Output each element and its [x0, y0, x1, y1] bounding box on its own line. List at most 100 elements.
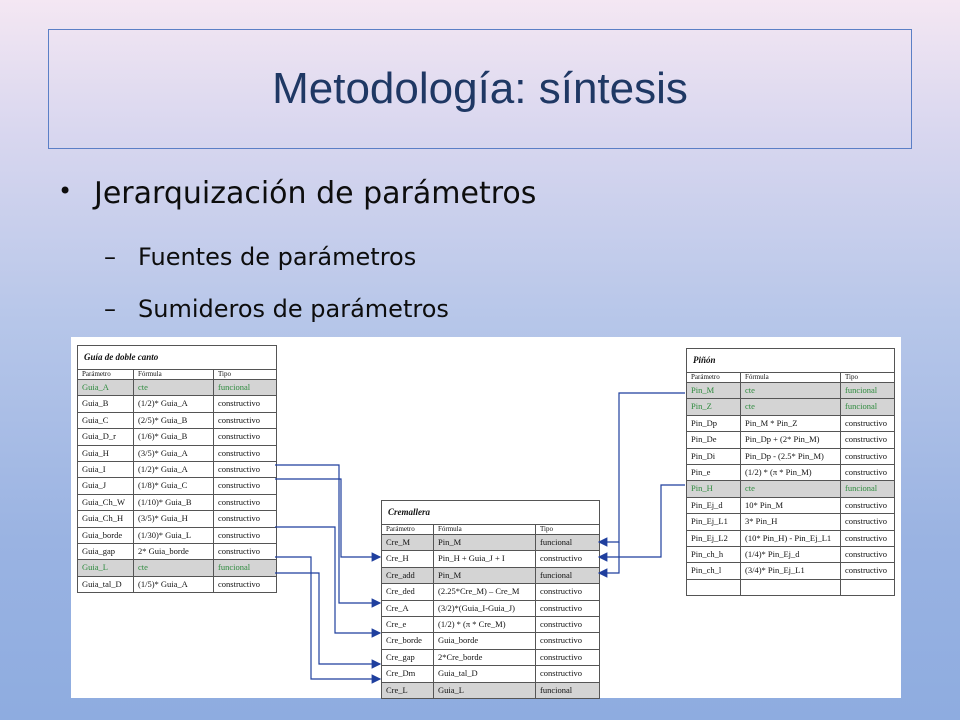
- parameter-cell: Pin_ch_l: [687, 563, 741, 579]
- type-cell: constructivo: [845, 434, 888, 445]
- formula-cell: 3* Pin_H: [741, 514, 841, 530]
- formula-cell: cte: [134, 380, 214, 396]
- type-cell: constructivo: [218, 414, 261, 425]
- table-row: Guia_C(2/5)* Guia_B constructivo: [78, 412, 276, 430]
- type-cell: funcional: [540, 569, 573, 580]
- type-cell: constructivo: [540, 618, 583, 629]
- formula-cell: (1/2) * (π * Cre_M): [434, 616, 536, 633]
- table-row: Cre_e(1/2) * (π * Cre_M) constructivo: [382, 616, 599, 634]
- formula-cell: cte: [741, 399, 841, 415]
- title-box: Metodología: síntesis: [48, 29, 912, 149]
- parameter-cell: Guia_A: [78, 380, 134, 396]
- formula-cell: 2*Cre_borde: [434, 649, 536, 666]
- type-cell: constructivo: [540, 586, 583, 597]
- type-cell: constructivo: [218, 398, 261, 409]
- parameter-cell: Cre_M: [382, 535, 434, 551]
- formula-cell: Guia_borde: [434, 633, 536, 649]
- formula-cell: Pin_M: [434, 567, 536, 584]
- table-row: Pin_e(1/2) * (π * Pin_M)constructivo: [687, 464, 894, 482]
- parameter-cell: Guia_tal_D: [78, 576, 134, 593]
- parameter-cell: Cre_add: [382, 567, 434, 584]
- formula-cell: 2* Guia_borde: [134, 543, 214, 560]
- column-header: Parámetro: [382, 525, 434, 534]
- type-cell: constructivo: [540, 635, 583, 646]
- arrow-guia-j-to-cre-h: [275, 478, 382, 562]
- type-cell: constructivo: [540, 553, 583, 564]
- type-cell: constructivo: [845, 548, 888, 559]
- type-cell: constructivo: [845, 450, 888, 461]
- type-cell: constructivo: [845, 499, 888, 510]
- bullet-level-1: •Jerarquización de parámetros: [58, 176, 536, 211]
- formula-cell: Guia_L: [434, 682, 536, 698]
- type-cell: constructivo: [218, 545, 261, 556]
- parameter-cell: Cre_borde: [382, 633, 434, 649]
- formula-cell: Guia_tal_D: [434, 666, 536, 682]
- type-cell: constructivo: [540, 651, 583, 662]
- formula-cell: (1/6)* Guia_B: [134, 429, 214, 445]
- formula-cell: [741, 579, 841, 596]
- parameter-cell: Guia_Ch_W: [78, 494, 134, 511]
- parameter-cell: Pin_H: [687, 481, 741, 497]
- table-caption: Cremallera: [382, 501, 599, 525]
- arrow-guia-borde-to-cre-borde: [275, 526, 382, 638]
- arrow-guia-l-to-cre-l: [275, 556, 382, 684]
- type-cell: constructivo: [218, 463, 261, 474]
- column-header: Parámetro: [78, 370, 134, 379]
- table-caption: Piñón: [687, 349, 894, 373]
- type-cell: funcional: [845, 385, 878, 395]
- formula-cell: (3/5)* Guia_A: [134, 445, 214, 461]
- parameter-cell: Pin_Ej_L2: [687, 530, 741, 546]
- type-cell: constructivo: [540, 668, 583, 679]
- formula-cell: 10* Pin_M: [741, 497, 841, 514]
- table-row: Cre_A(3/2)*(Guia_I-Guia_J)constructivo: [382, 600, 599, 617]
- type-cell: funcional: [845, 483, 878, 494]
- arrow-pin-m-to-cre-m: [597, 392, 685, 547]
- formula-cell: (2/5)* Guia_B: [134, 412, 214, 429]
- slide-title: Metodología: síntesis: [272, 64, 688, 113]
- table-caption: Guía de doble canto: [78, 346, 276, 370]
- type-cell: constructivo: [218, 447, 261, 458]
- formula-cell: (1/10)* Guia_B: [134, 494, 214, 511]
- formula-cell: cte: [741, 383, 841, 399]
- formula-cell: (1/5)* Guia_A: [134, 576, 214, 593]
- type-cell: constructivo: [845, 417, 888, 428]
- parameter-cell: Cre_e: [382, 616, 434, 633]
- parameter-cell: Guia_D_r: [78, 429, 134, 445]
- arrow-guia-tal-d-to-cre-dm: [275, 572, 382, 669]
- column-header: Tipo: [845, 373, 858, 381]
- column-header: Fórmula: [134, 370, 214, 379]
- bullet-text: Jerarquización de parámetros: [94, 176, 537, 211]
- formula-cell: Pin_Dp - (2.5* Pin_M): [741, 448, 841, 464]
- column-header: Fórmula: [741, 373, 841, 382]
- sub-bullet-sumideros: –Sumideros de parámetros: [104, 295, 449, 323]
- type-cell: constructivo: [218, 513, 261, 524]
- parameter-cell: Cre_Dm: [382, 666, 434, 682]
- parameter-cell: Cre_ded: [382, 584, 434, 600]
- column-header: Parámetro: [687, 373, 741, 382]
- formula-cell: (1/2)* Guia_A: [134, 461, 214, 478]
- type-cell: funcional: [540, 684, 573, 695]
- parameter-cell: Guia_C: [78, 412, 134, 429]
- parameter-cell: Pin_M: [687, 383, 741, 399]
